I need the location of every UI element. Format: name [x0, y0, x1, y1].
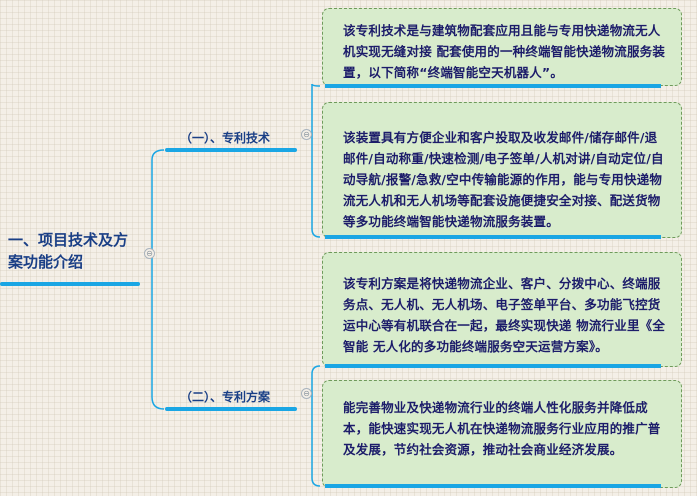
leaf-box: 该装置具有方便企业和客户投取及收发邮件/储存邮件/退邮件/自动称重/快速检测/电… — [322, 102, 682, 238]
leaf-text: 该专利技术是与建筑物配套应用且能与专用快递物流无人机实现无缝对接 配套使用的一种… — [343, 23, 666, 80]
branch-collapse-icon[interactable]: ⊖ — [301, 129, 312, 140]
branch-underline — [165, 407, 297, 411]
leaf-underline — [325, 235, 661, 239]
leaf-underline — [325, 484, 661, 488]
root-node-label: 一、项目技术及方案功能介绍 — [8, 231, 129, 271]
root-underline — [0, 282, 140, 286]
leaf-text: 能完善物业及快递物流行业的终端人性化服务并降低成本，能快速实现无人机在快递物流服… — [343, 400, 661, 457]
root-collapse-icon[interactable]: ⊖ — [144, 248, 155, 259]
leaf-box: 能完善物业及快递物流行业的终端人性化服务并降低成本，能快速实现无人机在快递物流服… — [322, 380, 682, 488]
branch-label-patent-technology: （一）、专利技术 — [180, 131, 271, 145]
leaf-box: 该专利方案是将快递物流企业、客户、分拨中心、终端服务点、无人机、无人机场、电子签… — [322, 252, 682, 367]
leaf-underline — [325, 84, 661, 88]
branch-underline — [165, 148, 297, 152]
leaf-underline — [325, 364, 661, 368]
leaf-box: 该专利技术是与建筑物配套应用且能与专用快递物流无人机实现无缝对接 配套使用的一种… — [322, 8, 682, 86]
branch-label-patent-scheme: （二）、专利方案 — [180, 390, 271, 404]
leaf-text: 该专利方案是将快递物流企业、客户、分拨中心、终端服务点、无人机、无人机场、电子签… — [343, 276, 666, 354]
branch-collapse-icon[interactable]: ⊖ — [301, 388, 312, 399]
leaf-text: 该装置具有方便企业和客户投取及收发邮件/储存邮件/退邮件/自动称重/快速检测/电… — [343, 130, 664, 229]
